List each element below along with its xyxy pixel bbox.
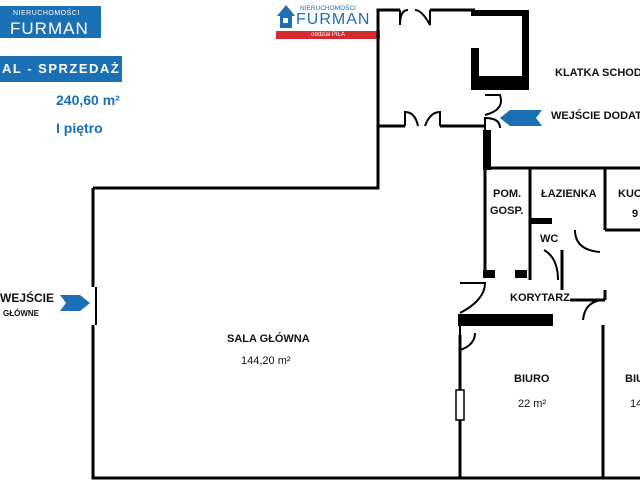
walls [91,8,640,480]
room-name-pom-gosp-2: GOSP. [490,205,524,217]
room-area-kuchnia: 9 [632,208,639,220]
additional-entrance-label: WEJŚCIE DODATK [551,110,640,122]
house-icon [277,5,295,28]
room-name-kuchnia: KUC [618,188,640,200]
logo-main-text: FURMAN [296,11,371,28]
logo-nieruchomosci-furman: NIERUCHOMOŚCI FURMAN [0,6,101,38]
room-name-sala-glowna: SALA GŁÓWNA [227,333,310,345]
room-name-biuro-2: BIU [625,373,640,385]
floor-level: I piętro [56,120,103,136]
main-entrance-arrow-icon [60,295,90,311]
room-name-wc: WC [540,233,559,245]
room-name-pom-gosp-1: POM. [493,188,522,200]
logo-furman-pila: NIERUCHOMOŚCI FURMAN oddział PIŁA [276,2,380,39]
logo-top-text: NIERUCHOMOŚCI [13,10,80,17]
room-area-biuro: 22 m² [518,398,547,410]
entrance-arrows [60,110,542,311]
main-entrance-sublabel: GŁÓWNE [3,309,39,318]
logo-top-text: NIERUCHOMOŚCI [300,5,356,12]
room-name-klatka-schodowa: KLATKA SCHODO [555,67,640,79]
room-area-biuro-2: 14 [630,398,640,410]
room-name-lazienka: ŁAZIENKA [541,188,597,200]
logo-main-text: FURMAN [10,19,89,38]
room-area-sala-glowna: 144,20 m² [241,355,291,367]
main-entrance-label: WEJŚCIE [0,291,55,305]
listing-banner: AL - SPRZEDAŻ [0,56,122,82]
doors [95,9,606,421]
logo-branch: oddział PIŁA [276,31,380,39]
thick-walls [458,10,553,326]
room-name-biuro: BIURO [514,373,550,385]
additional-entrance-arrow-icon [500,110,542,126]
total-area: 240,60 m² [56,92,120,108]
room-name-korytarz: KORYTARZ [510,292,570,304]
